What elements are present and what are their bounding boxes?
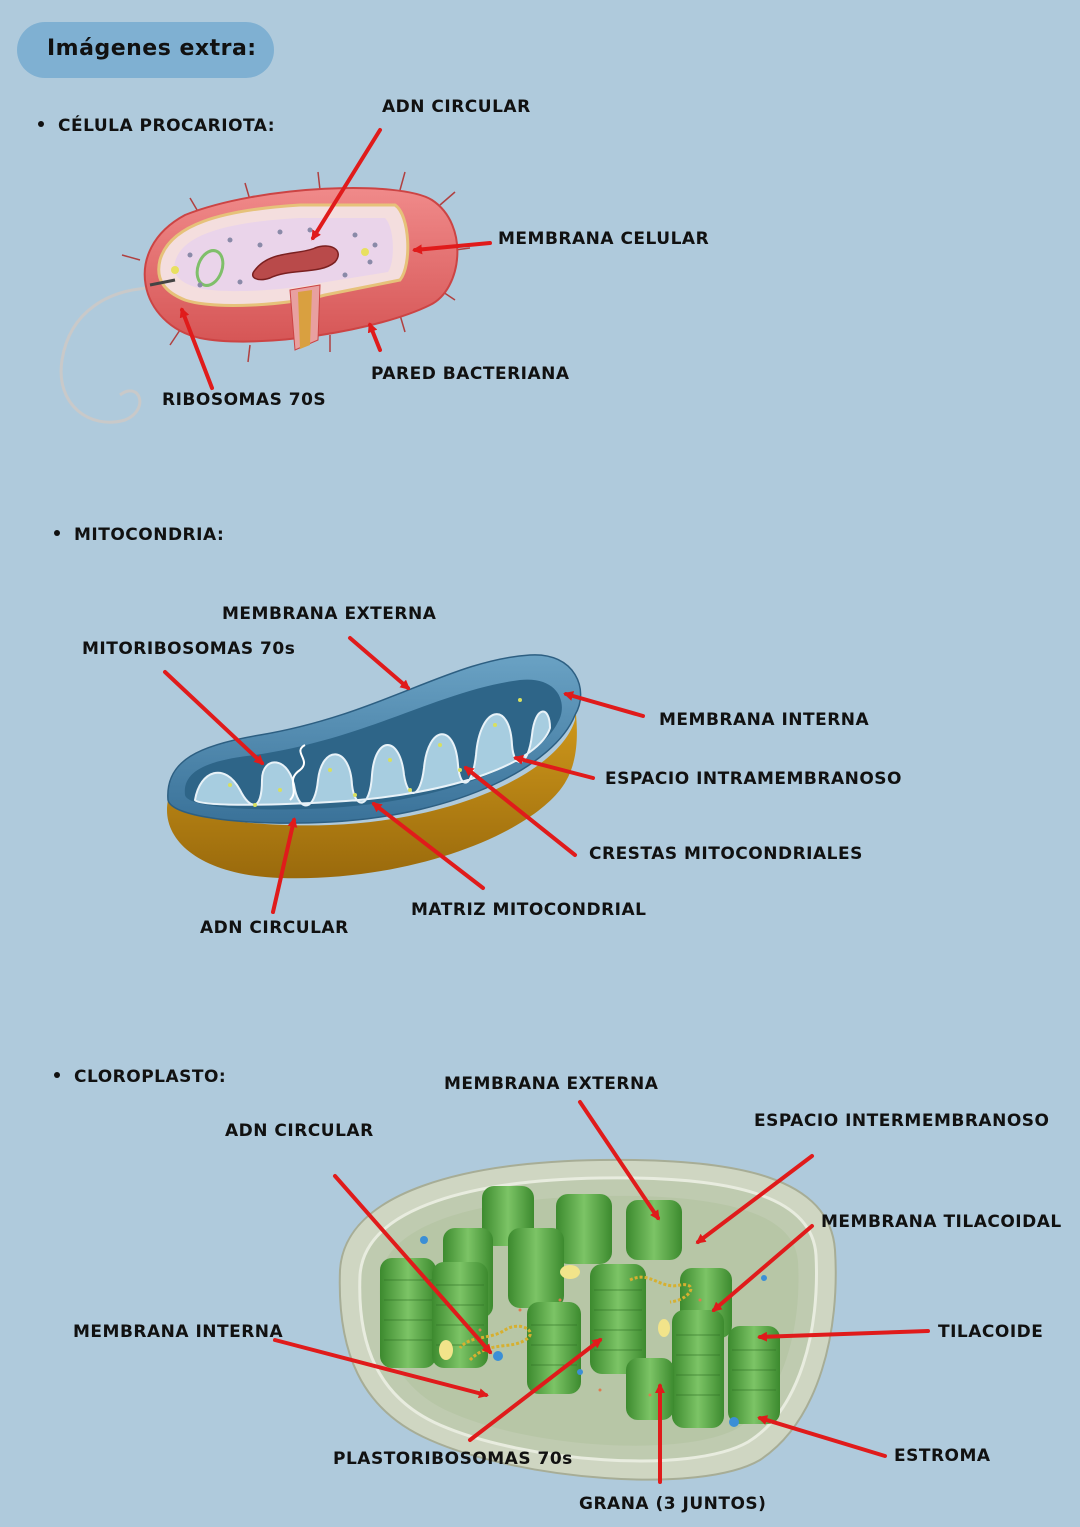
- label-mitoribosomas: MITORIBOSOMAS 70s: [82, 639, 296, 659]
- label-espacio-intramembranoso: ESPACIO INTRAMEMBRANOSO: [605, 769, 903, 789]
- label-adn-circular-procariota: ADN CIRCULAR: [382, 97, 531, 117]
- label-plastoribosomas: PLASTORIBOSOMAS 70s: [333, 1449, 573, 1469]
- label-membrana-externa-cloro: MEMBRANA EXTERNA: [444, 1074, 659, 1094]
- label-membrana-interna-mito: MEMBRANA INTERNA: [659, 710, 870, 730]
- mitochondrion-illustration: [166, 654, 582, 879]
- label-membrana-tilacoidal: MEMBRANA TILACOIDAL: [821, 1212, 1062, 1232]
- section-title-procariota: CÉLULA PROCARIOTA:: [38, 116, 275, 136]
- label-adn-circular-mito: ADN CIRCULAR: [200, 918, 349, 938]
- label-grana: GRANA (3 JUNTOS): [579, 1494, 767, 1514]
- label-estroma: ESTROMA: [894, 1446, 991, 1466]
- header-pill: Imágenes extra:: [17, 22, 274, 78]
- label-membrana-celular: MEMBRANA CELULAR: [498, 229, 710, 249]
- chloroplast-illustration: [338, 1158, 837, 1481]
- label-adn-circular-cloro: ADN CIRCULAR: [225, 1121, 374, 1141]
- section-title-mitocondria: MITOCONDRIA:: [54, 525, 224, 545]
- label-membrana-externa-mito: MEMBRANA EXTERNA: [222, 604, 437, 624]
- label-arrows: [163, 128, 930, 1484]
- label-crestas-mitocondriales: CRESTAS MITOCONDRIALES: [589, 844, 863, 864]
- page-title: Imágenes extra:: [47, 36, 257, 61]
- prokaryote-illustration: [59, 171, 471, 424]
- label-matriz-mitocondrial: MATRIZ MITOCONDRIAL: [411, 900, 647, 920]
- label-espacio-intermembranoso: ESPACIO INTERMEMBRANOSO: [754, 1111, 1050, 1131]
- label-tilacoide: TILACOIDE: [938, 1322, 1044, 1342]
- label-pared-bacteriana: PARED BACTERIANA: [371, 364, 570, 384]
- label-membrana-interna-cloro: MEMBRANA INTERNA: [73, 1322, 284, 1342]
- label-ribosomas: RIBOSOMAS 70S: [162, 390, 327, 410]
- section-title-cloroplasto: CLOROPLASTO:: [54, 1067, 226, 1087]
